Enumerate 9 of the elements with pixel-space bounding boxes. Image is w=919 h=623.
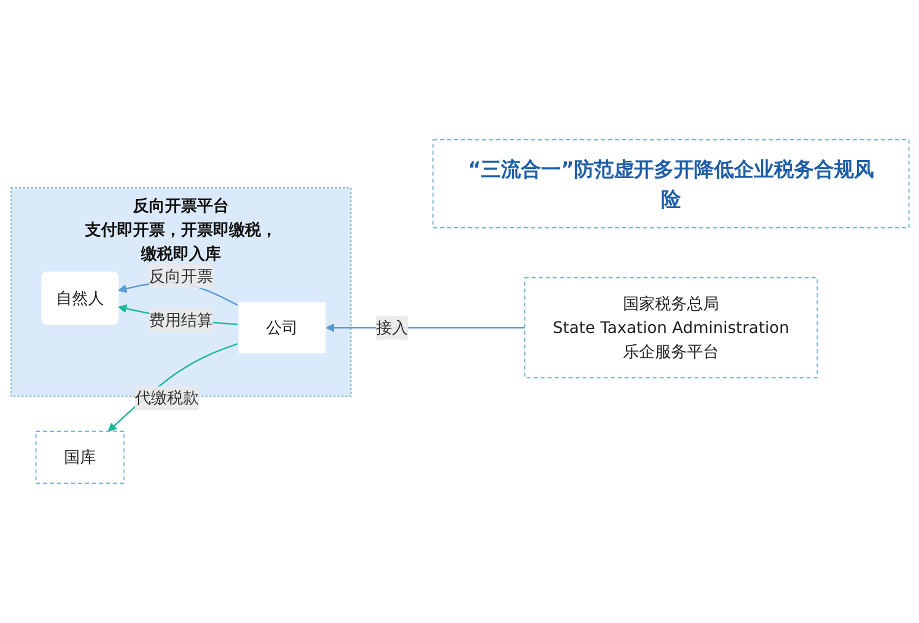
node-box: 公司 — [237, 301, 326, 354]
node-box: 国家税务总局 State Taxation Administration 乐企服务平台 — [524, 277, 818, 378]
edge-label: 代缴税款 — [134, 388, 198, 408]
node-box: 国库 — [35, 430, 124, 484]
edge-label: 反向开票 — [148, 266, 212, 286]
arrow — [107, 342, 238, 432]
node-box: “三流合一”防范虚开多开降低企业税务合规风险 — [432, 139, 909, 228]
edge-label: 接入 — [376, 318, 408, 337]
edge-label: 费用结算 — [148, 310, 212, 330]
